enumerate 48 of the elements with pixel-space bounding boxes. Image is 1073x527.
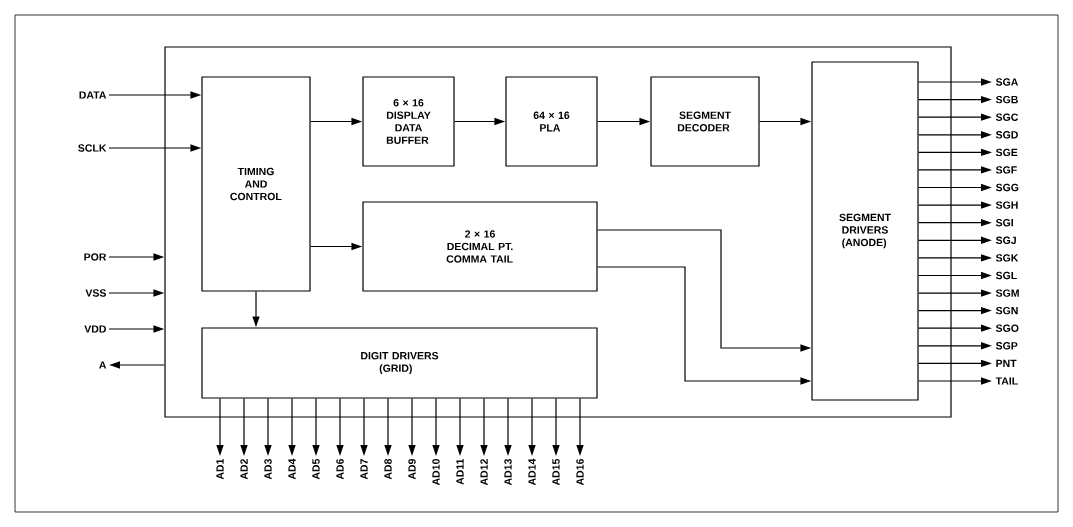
pin-label: AD16 bbox=[576, 459, 584, 486]
pin-label: SGN bbox=[995, 306, 1018, 315]
pin-label: AD4 bbox=[288, 458, 296, 480]
chip-outline bbox=[164, 46, 952, 418]
pin-label: DATA bbox=[79, 91, 107, 99]
pin-label: AD3 bbox=[264, 459, 272, 480]
pin-label: VDD bbox=[84, 325, 106, 333]
block-box: DIGIT DRIVERS (GRID) bbox=[201, 327, 598, 399]
pin-label: SGB bbox=[995, 95, 1018, 104]
pin-label: TAIL bbox=[995, 377, 1018, 385]
pin-label: SGD bbox=[995, 131, 1018, 139]
pin-label: SGO bbox=[995, 324, 1019, 332]
pin-label: SGH bbox=[995, 201, 1018, 209]
pin-label: SGM bbox=[995, 289, 1019, 297]
pin-label: AD6 bbox=[336, 459, 344, 480]
block-box: 6 × 16 DISPLAY DATA BUFFER bbox=[362, 76, 455, 167]
pin-label: AD2 bbox=[240, 459, 248, 480]
pin-label: AD5 bbox=[312, 458, 320, 480]
pin-label: AD9 bbox=[408, 459, 416, 480]
block-box: TIMING AND CONTROL bbox=[201, 76, 311, 292]
pin-label: SGE bbox=[995, 148, 1018, 157]
pin-label: SGG bbox=[995, 183, 1019, 192]
pin-label: AD12 bbox=[480, 459, 488, 486]
pin-label: AD8 bbox=[384, 458, 392, 480]
pin-label: SGL bbox=[995, 271, 1017, 280]
pin-label: SGA bbox=[995, 78, 1019, 86]
pin-label: AD14 bbox=[528, 458, 536, 486]
pin-label: AD10 bbox=[432, 459, 440, 486]
pin-label: AD7 bbox=[360, 459, 368, 480]
pin-label: AD11 bbox=[456, 458, 464, 485]
pin-label: SGP bbox=[995, 342, 1018, 350]
block-box: SEGMENT DRIVERS (ANODE) bbox=[811, 61, 919, 401]
pin-label: SGI bbox=[995, 219, 1013, 227]
pin-label: POR bbox=[84, 253, 107, 261]
block-box: 2 × 16 DECIMAL PT. COMMA TAIL bbox=[362, 201, 598, 292]
block-box: SEGMENT DECODER bbox=[650, 76, 760, 167]
block-box: 64 × 16 PLA bbox=[505, 76, 598, 167]
pin-label: SGK bbox=[995, 254, 1019, 262]
pin-label: A bbox=[99, 361, 107, 369]
pin-label: AD13 bbox=[504, 459, 512, 486]
pin-label: AD15 bbox=[552, 458, 560, 486]
pin-label: SGC bbox=[995, 113, 1019, 121]
pin-label: SGF bbox=[995, 166, 1017, 174]
pin-label: PNT bbox=[996, 359, 1017, 367]
pin-label: AD1 bbox=[216, 458, 224, 480]
pin-label: SGJ bbox=[995, 236, 1016, 244]
pin-label: SCLK bbox=[78, 144, 107, 152]
pin-label: VSS bbox=[85, 289, 106, 297]
